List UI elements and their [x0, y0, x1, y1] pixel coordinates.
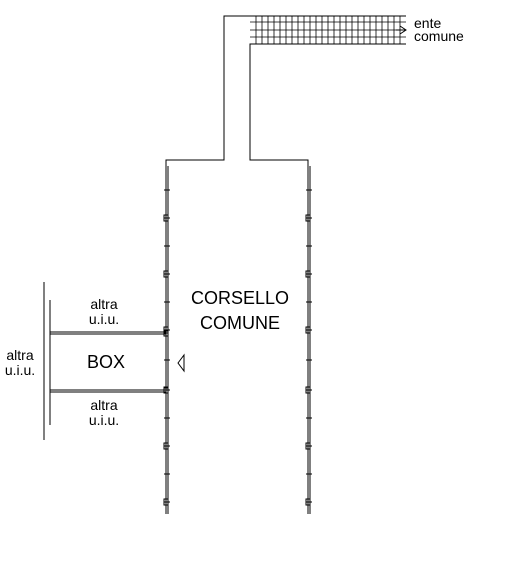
entry-arrowhead — [399, 25, 407, 35]
label-upper-unit: altra — [90, 296, 118, 312]
pillar-marker — [305, 270, 311, 278]
label-corsello: CORSELLO — [190, 288, 290, 308]
pillar-marker — [305, 498, 311, 506]
label-lower-unit-code: u.i.u. — [88, 412, 120, 428]
pillar-marker — [305, 214, 311, 222]
label-box: BOX — [86, 352, 125, 372]
pillar-marker — [305, 442, 311, 450]
pillar-marker — [163, 214, 169, 222]
box-door-post-bottom — [163, 387, 169, 394]
vehicle-entry-symbol — [177, 353, 185, 373]
label-side-unit-code: u.i.u. — [4, 362, 36, 378]
label-side-unit: altra — [6, 347, 34, 363]
label-comune-corridor: COMUNE — [200, 313, 280, 333]
corridor-right-wall-top — [249, 43, 406, 514]
pillar-marker — [163, 442, 169, 450]
label-ente: ente — [414, 15, 442, 31]
label-upper-unit-code: u.i.u. — [88, 311, 120, 327]
pillar-marker — [305, 326, 311, 334]
box-outline — [49, 331, 167, 393]
pillar-marker — [163, 498, 169, 506]
staircase-steps — [255, 16, 401, 44]
label-comune: comune — [414, 28, 464, 44]
pillar-marker — [163, 270, 169, 278]
wall-markers — [163, 189, 312, 506]
label-lower-unit: altra — [90, 397, 118, 413]
box-door-post-top — [163, 330, 169, 337]
corridor-left-wall-top — [165, 15, 406, 514]
pillar-marker — [305, 386, 311, 394]
